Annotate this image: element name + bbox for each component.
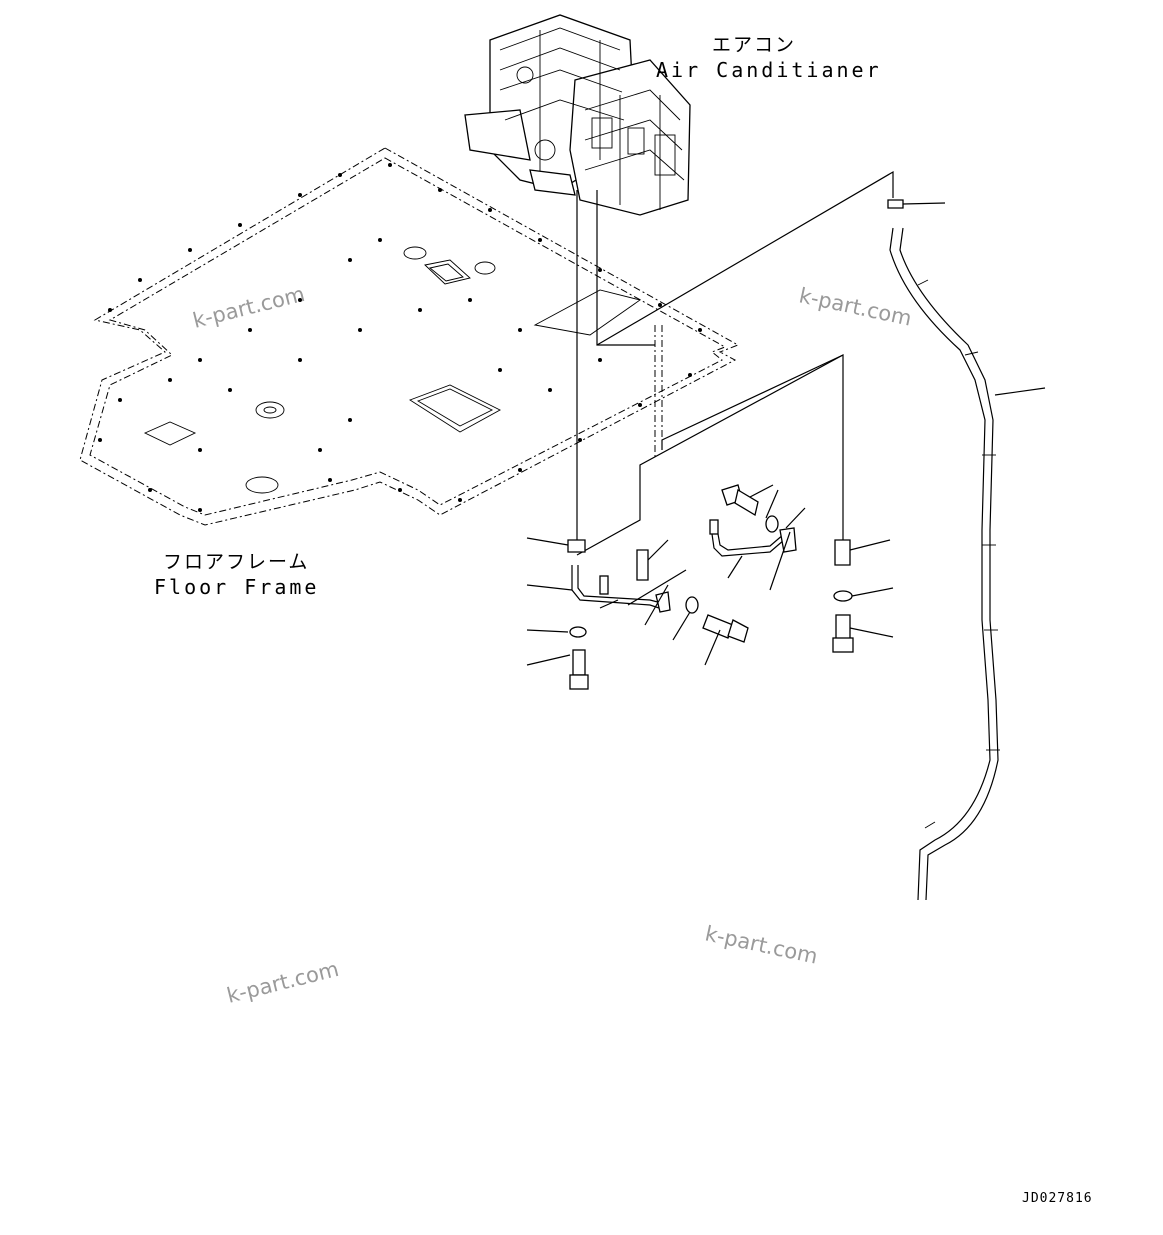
drawing-code: JD027816 bbox=[1022, 1191, 1093, 1206]
watermark: k-part.com bbox=[703, 921, 820, 968]
hardware-parts bbox=[526, 484, 894, 690]
air-conditioner-label-en: Air Canditianer bbox=[656, 58, 882, 82]
mounting-holes bbox=[98, 163, 702, 512]
air-conditioner-label-jp: エアコン bbox=[712, 34, 796, 56]
watermark: k-part.com bbox=[190, 282, 307, 333]
drain-hose bbox=[887, 199, 1046, 901]
floor-frame-label: フロアフレーム Floor Frame bbox=[154, 551, 319, 599]
air-conditioner-unit bbox=[464, 14, 691, 216]
watermark: k-part.com bbox=[797, 283, 914, 330]
air-conditioner-label: エアコン Air Canditianer bbox=[656, 34, 882, 82]
watermark: k-part.com bbox=[224, 957, 341, 1008]
floor-frame-label-en: Floor Frame bbox=[154, 575, 319, 599]
floor-frame-label-jp: フロアフレーム bbox=[163, 551, 309, 573]
floor-frame bbox=[79, 147, 740, 526]
